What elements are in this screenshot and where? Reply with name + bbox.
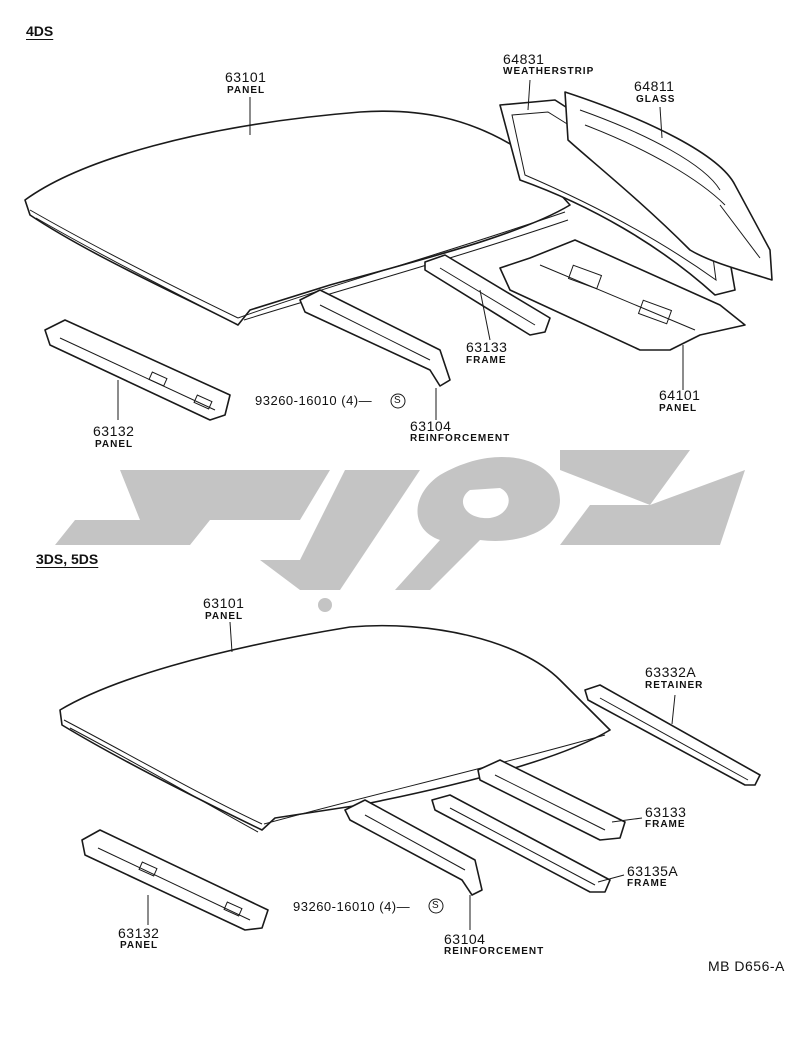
part-name-glass: GLASS <box>636 94 676 105</box>
part-name-frame-63133-bottom: FRAME <box>645 819 686 830</box>
part-number-63104-top: 63104 <box>410 418 452 434</box>
watermark-logo <box>55 450 745 612</box>
part-name-panel-63132-top: PANEL <box>95 439 134 450</box>
part-number-63133-top: 63133 <box>466 339 508 355</box>
part-number-64101: 64101 <box>659 387 701 403</box>
part-number-64811: 64811 <box>634 78 675 94</box>
panel-63132-top <box>44 319 231 421</box>
part-number-63101-top: 63101 <box>225 69 267 85</box>
part-name-weatherstrip: WEATHERSTRIP <box>503 66 595 77</box>
leaders-top <box>117 79 684 420</box>
screw-symbol-letter-bottom: S <box>432 900 439 911</box>
part-name-retainer: RETAINER <box>645 680 704 691</box>
part-name-frame-top: FRAME <box>466 355 507 366</box>
part-name-panel-bottom: PANEL <box>205 611 244 622</box>
screw-code-top: 93260-16010 (4)— <box>255 393 373 408</box>
part-name-panel-63132-bottom: PANEL <box>120 940 159 951</box>
reinforcement-bottom <box>344 799 483 896</box>
reinforcement-top <box>299 289 451 387</box>
panel-64101 <box>499 239 746 351</box>
frame-63133-bottom <box>477 759 626 841</box>
section-title-3ds-5ds: 3DS, 5DS <box>36 551 99 567</box>
part-name-panel-top: PANEL <box>227 85 266 96</box>
part-number-63101-bottom: 63101 <box>203 595 245 611</box>
document-code: MB D656-A <box>708 958 785 974</box>
glass-top <box>564 91 773 281</box>
part-number-64831: 64831 <box>503 51 545 67</box>
part-number-63132-top: 63132 <box>93 423 135 439</box>
screw-symbol-letter-top: S <box>394 395 401 406</box>
leaders-bottom <box>147 621 676 930</box>
roof-panel-bottom <box>59 624 611 833</box>
section-title-4ds: 4DS <box>26 23 54 39</box>
frame-63135a <box>431 794 611 893</box>
screw-symbol-bottom <box>428 898 444 914</box>
part-name-panel-64101: PANEL <box>659 403 698 414</box>
panel-63132-bottom <box>81 829 269 931</box>
part-number-63133-bottom: 63133 <box>645 804 687 820</box>
part-number-63104-bottom: 63104 <box>444 931 486 947</box>
screw-code-bottom: 93260-16010 (4)— <box>293 899 411 914</box>
part-number-63132-bottom: 63132 <box>118 925 160 941</box>
roof-panel-top <box>24 110 571 326</box>
part-name-reinforcement-bottom: REINFORCEMENT <box>444 946 545 957</box>
part-number-63332a: 63332A <box>645 664 697 680</box>
part-name-reinforcement-top: REINFORCEMENT <box>410 433 511 444</box>
retainer-63332a <box>584 684 761 786</box>
frame-63133-top <box>424 254 551 336</box>
part-number-63135a: 63135A <box>627 863 679 879</box>
part-name-frame-63135a: FRAME <box>627 878 668 889</box>
screw-symbol-top <box>390 393 406 409</box>
